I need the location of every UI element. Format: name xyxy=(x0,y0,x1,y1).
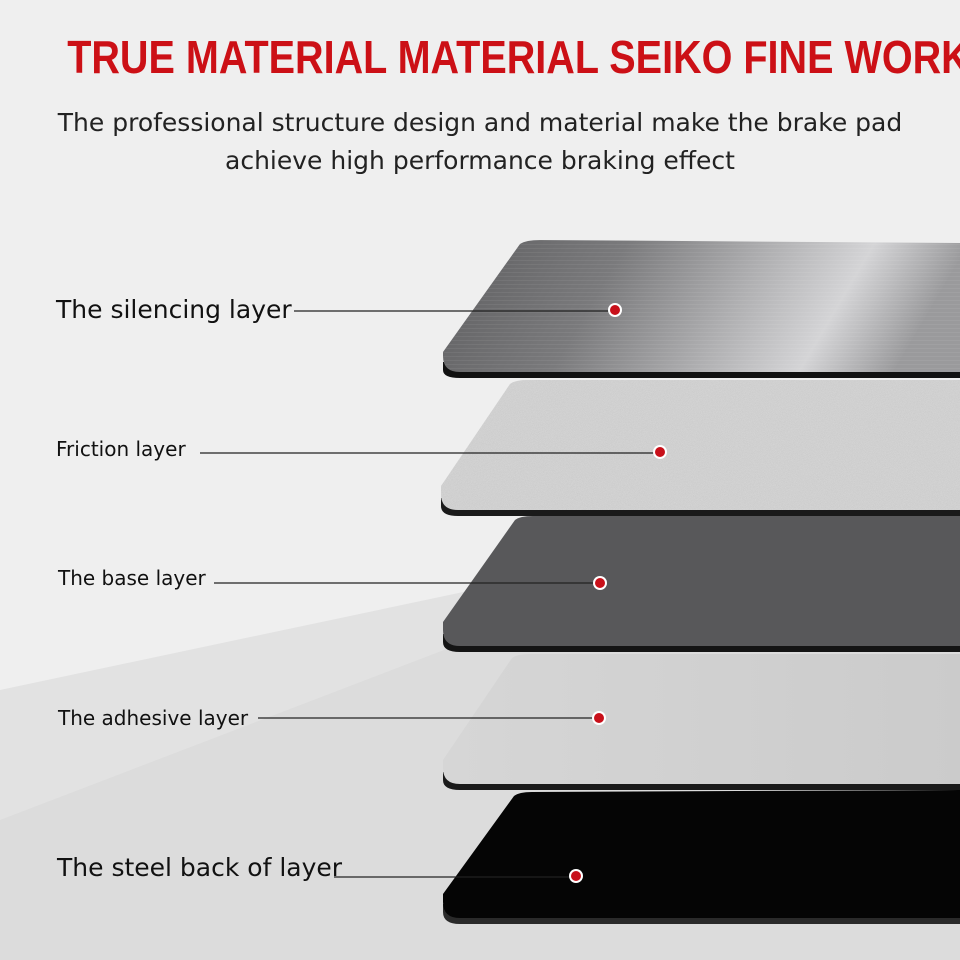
silencing-layer-plate xyxy=(443,240,960,378)
subtitle-line-1: The professional structure design and ma… xyxy=(57,108,903,137)
label-steel-back-layer: The steel back of layer xyxy=(57,853,343,882)
label-friction-layer: Friction layer xyxy=(56,437,186,461)
label-silencing-layer: The silencing layer xyxy=(56,295,292,324)
headline: TRUE MATERIAL MATERIAL SEIKO FINE WORK xyxy=(67,31,960,83)
adhesive-layer-plate xyxy=(443,654,960,790)
leader-steel xyxy=(334,869,583,883)
subtitle-line-2: achieve high performance braking effect xyxy=(225,146,735,175)
leader-friction xyxy=(200,445,667,459)
label-adhesive-layer: The adhesive layer xyxy=(58,706,249,730)
base-layer-plate xyxy=(443,516,960,652)
leader-silencing xyxy=(294,303,622,317)
label-base-layer: The base layer xyxy=(58,566,206,590)
leader-base xyxy=(214,576,607,590)
subtitle: The professional structure design and ma… xyxy=(0,104,960,180)
leader-adhesive xyxy=(258,711,606,725)
steel-back-layer-plate xyxy=(443,790,960,924)
friction-layer-plate xyxy=(441,380,960,516)
